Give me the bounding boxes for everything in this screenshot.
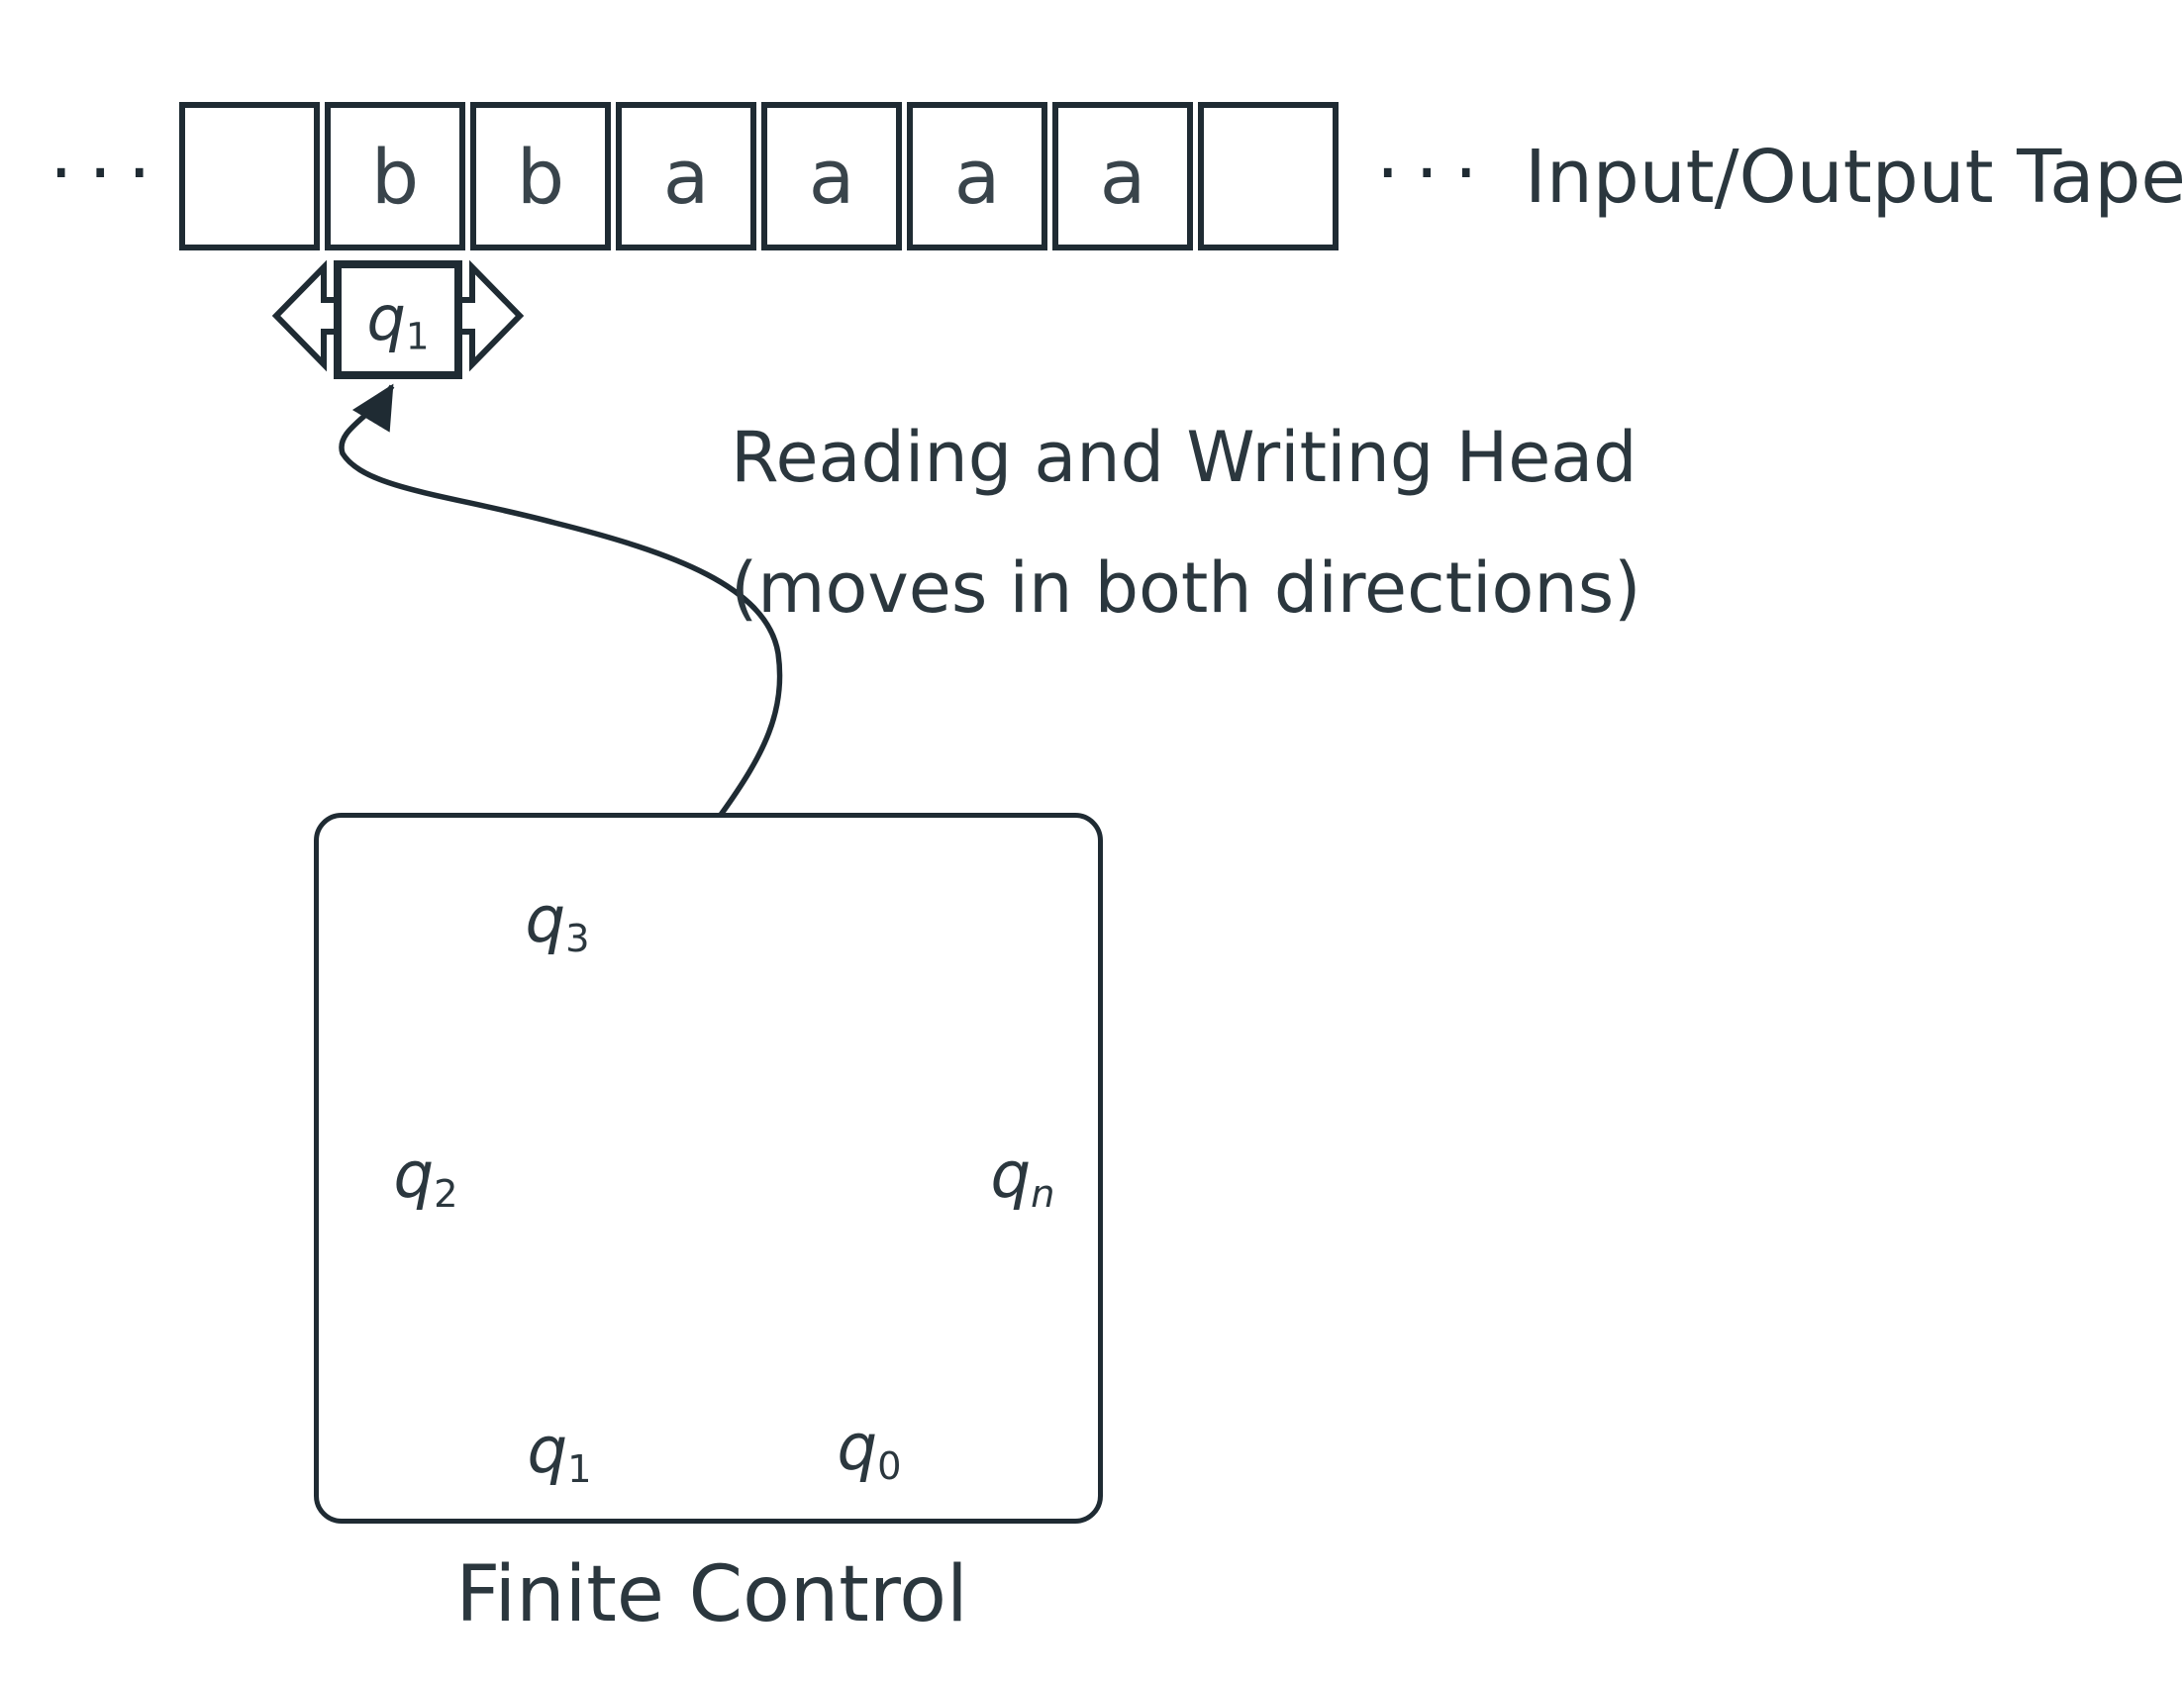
state-label-qn: qn <box>990 1139 1055 1217</box>
tape-cell: a <box>907 102 1047 250</box>
tape-cell: a <box>761 102 902 250</box>
tape-cell: b <box>470 102 611 250</box>
tape: b b a a a a <box>179 102 1339 250</box>
finite-control-label: Finite Control <box>455 1550 968 1639</box>
head-caption: Reading and Writing Head (moves in both … <box>731 392 1640 653</box>
tape-cell <box>1198 102 1339 250</box>
head-state-label: q1 <box>366 281 430 358</box>
state-label-q0: q0 <box>837 1412 902 1489</box>
state-label-q2: q2 <box>393 1139 458 1217</box>
tape-cell: a <box>1052 102 1193 250</box>
tape-cell <box>179 102 320 250</box>
tape-cell: a <box>616 102 756 250</box>
state-label-q3: q3 <box>525 884 590 961</box>
head-box: q1 <box>334 260 462 379</box>
tape-label: Input/Output Tape <box>1525 135 2184 220</box>
tape-left-ellipsis: ··· <box>50 131 167 216</box>
finite-control-box <box>314 813 1103 1524</box>
head-caption-line1: Reading and Writing Head <box>731 417 1638 498</box>
tape-cell: b <box>325 102 465 250</box>
tape-right-ellipsis: ··· <box>1376 131 1494 216</box>
head-caption-line2: (moves in both directions) <box>731 547 1641 629</box>
state-label-q1: q1 <box>527 1415 592 1492</box>
head-control-connector <box>339 383 783 817</box>
